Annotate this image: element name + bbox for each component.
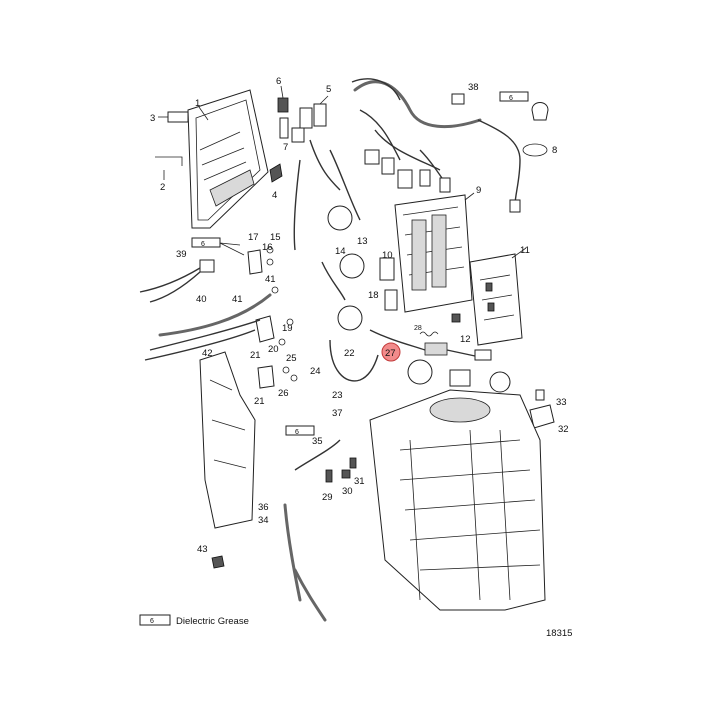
label-6: 6 (276, 76, 281, 87)
part-34-cable[interactable] (283, 503, 327, 622)
label-21a: 21 (250, 350, 261, 361)
label-20: 20 (268, 344, 279, 355)
part-9-module[interactable] (394, 194, 473, 313)
part-12-bolt[interactable] (451, 313, 461, 323)
grease-legend-symbol (139, 614, 171, 626)
label-2: 2 (160, 182, 165, 193)
label-19: 19 (282, 323, 293, 334)
legend: 6 Dielectric Grease (139, 614, 249, 627)
part-23-ground-wire[interactable] (329, 339, 379, 382)
label-5: 5 (326, 84, 331, 95)
label-29: 29 (322, 492, 333, 503)
label-12: 12 (460, 334, 471, 345)
part-42-cover[interactable] (199, 351, 256, 529)
svg-text:6: 6 (295, 429, 299, 436)
label-30: 30 (342, 486, 353, 497)
part-2-strip[interactable] (155, 156, 183, 166)
label-9: 9 (476, 185, 481, 196)
grease-symbol-39: 6 (191, 237, 221, 248)
label-3: 3 (150, 113, 155, 124)
grease-symbol-38: 6 (499, 91, 529, 102)
label-36: 36 (258, 502, 269, 513)
label-22: 22 (344, 348, 355, 359)
part-32-bracket[interactable] (529, 404, 555, 429)
highlight-27[interactable] (381, 342, 401, 362)
part-38-plug[interactable] (451, 93, 465, 105)
engine-block (369, 359, 546, 611)
label-32: 32 (558, 424, 569, 435)
figure-number: 18315 (546, 628, 572, 639)
label-13: 13 (357, 236, 368, 247)
label-1: 1 (195, 98, 200, 109)
label-11: 11 (520, 245, 530, 256)
label-23: 23 (332, 390, 343, 401)
part-4-screw[interactable] (269, 163, 283, 183)
label-27: 27 (385, 348, 396, 359)
part-11-rectifier[interactable] (469, 253, 523, 346)
label-24: 24 (310, 366, 321, 377)
ignition-coils[interactable] (321, 205, 398, 331)
label-41b: 41 (232, 294, 243, 305)
label-4: 4 (272, 190, 277, 201)
label-33: 33 (556, 397, 567, 408)
label-39: 39 (176, 249, 187, 260)
part-5-connectors[interactable] (291, 103, 327, 143)
part-31-washer[interactable] (349, 457, 357, 469)
label-7: 7 (283, 142, 288, 153)
svg-text:6: 6 (201, 241, 205, 248)
part-40-harness[interactable] (144, 293, 272, 361)
part-33-bolt[interactable] (535, 389, 545, 401)
label-41a: 41 (265, 274, 276, 285)
part-8-lead[interactable] (477, 119, 548, 213)
part-38-boot[interactable] (531, 102, 549, 121)
legend-text: Dielectric Grease (176, 616, 249, 627)
label-42: 42 (202, 348, 213, 359)
label-40: 40 (196, 294, 207, 305)
label-17: 17 (248, 232, 259, 243)
label-14: 14 (335, 246, 346, 257)
part-29-bolt[interactable] (325, 469, 333, 483)
label-43: 43 (197, 544, 208, 555)
svg-text:6: 6 (150, 618, 154, 625)
part-27-sensor[interactable] (369, 329, 492, 361)
part-1-cover[interactable] (187, 89, 269, 229)
main-harness[interactable] (293, 78, 482, 251)
grease-symbol-37: 6 (285, 425, 315, 436)
part-43-screw[interactable] (211, 555, 225, 569)
label-31: 31 (354, 476, 365, 487)
label-25: 25 (286, 353, 297, 364)
part-39-harness[interactable] (139, 259, 215, 303)
part-6-clip[interactable] (277, 97, 289, 113)
label-26: 26 (278, 388, 289, 399)
part-3-label-plate[interactable] (167, 111, 189, 123)
label-8: 8 (552, 145, 557, 156)
part-28-spring[interactable] (419, 331, 439, 337)
label-38: 38 (468, 82, 479, 93)
label-34: 34 (258, 515, 269, 526)
label-35: 35 (312, 436, 323, 447)
left-hardware[interactable] (247, 246, 298, 389)
svg-text:6: 6 (509, 95, 513, 102)
label-15: 15 (270, 232, 281, 243)
part-7-fastener[interactable] (279, 117, 289, 139)
label-16: 16 (262, 242, 273, 253)
label-21b: 21 (254, 396, 265, 407)
label-28: 28 (414, 325, 422, 332)
part-30-nut[interactable] (341, 469, 351, 479)
label-18: 18 (368, 290, 379, 301)
label-37: 37 (332, 408, 343, 419)
part-35-lead[interactable] (294, 439, 341, 471)
label-10: 10 (382, 250, 393, 261)
